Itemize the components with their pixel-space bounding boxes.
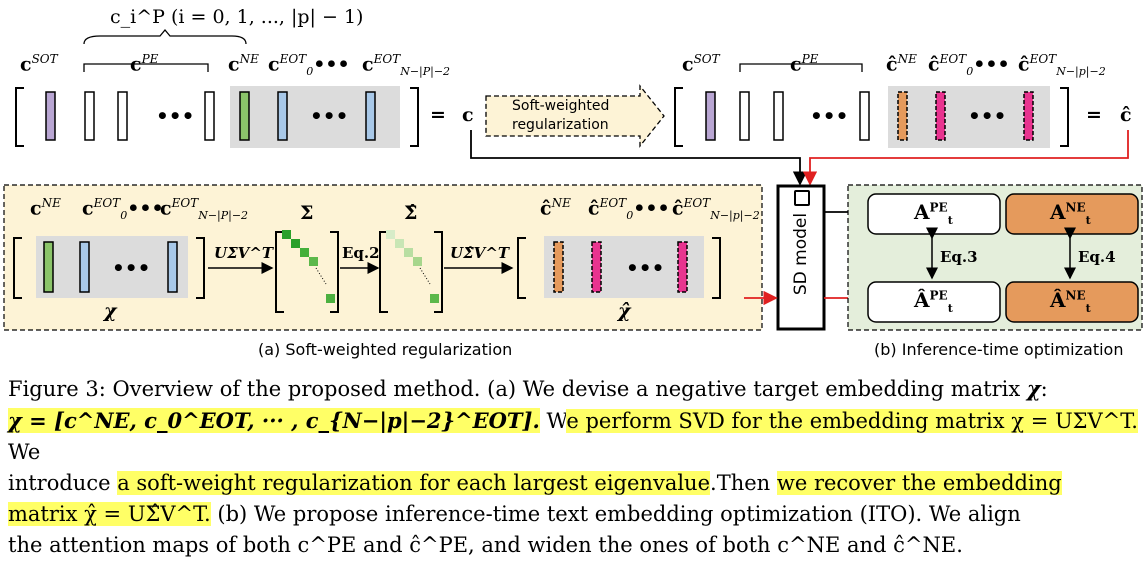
panel-a-chi-hat-matrix [517, 236, 721, 299]
right-sot-label: cSOT [682, 52, 720, 76]
a-ellipsis: ••• [112, 256, 151, 280]
caption-line-3: introduce a soft-weight regularization f… [8, 471, 1062, 495]
right-pe-ellipsis: ••• [810, 104, 849, 128]
eotn-label: cEOTN−|P|−2 [362, 52, 451, 79]
ne-label: cNE [228, 52, 259, 76]
sigma-hat-matrix [379, 230, 443, 313]
chi-hat-label: χ̂ [618, 300, 631, 322]
soft-weighted-label-2: regularization [512, 117, 609, 133]
soft-weighted-arrow [485, 84, 665, 148]
sd-model-box [776, 184, 826, 331]
svd-label: UΣV^T [214, 244, 274, 262]
chat-to-sd-arrow [802, 130, 1129, 186]
c-to-sd-arrow [470, 130, 808, 186]
right-eot0-label: ĉEOT0••• [928, 52, 1010, 79]
a-ne-label-b: ANEt [1050, 200, 1091, 227]
a-hat-eot0-label: ĉEOT0••• [588, 196, 670, 223]
a-hat-ellipsis: ••• [626, 256, 665, 280]
caption-line-1: Figure 3: Overview of the proposed metho… [8, 376, 1048, 401]
a-eotn-label: cEOTN−|P|−2 [160, 196, 249, 223]
top-left-matrix [15, 28, 419, 148]
lock-icon [794, 190, 810, 206]
equals-right: = [1086, 104, 1102, 126]
panel-b-caption: (b) Inference-time optimization [874, 340, 1124, 359]
caption-line-2: χ = [c^NE, c_0^EOT, ··· , c_{N−|p|−2}^EO… [8, 408, 1138, 464]
sd-model-label: SD model [791, 212, 811, 296]
right-eot-ellipsis: ••• [968, 104, 1007, 128]
method-diagram [3, 28, 1143, 331]
a-hat-ne-box [1005, 281, 1139, 323]
ci-label: c_i^P (i = 0, 1, ..., |p| − 1) [110, 6, 364, 28]
right-ne-label: ĉNE [886, 52, 917, 76]
a-hat-pe-label: ÂPEt [914, 288, 953, 315]
sot-label: cSOT [20, 52, 58, 76]
sigma-matrix [275, 230, 339, 313]
chi-label: χ [104, 300, 117, 322]
top-right-matrix [674, 63, 1069, 148]
c-hat-symbol: ĉ [1120, 104, 1132, 126]
eq2-label: Eq.2 [342, 244, 380, 262]
caption-line-5: the attention maps of both c^PE and ĉ^PE… [8, 533, 963, 557]
right-pe-label: cPE [790, 52, 819, 76]
a-eot0-label: cEOT0••• [82, 196, 164, 223]
panel-a-chi-matrix [13, 236, 205, 299]
panel-a-caption: (a) Soft-weighted regularization [258, 340, 513, 359]
eq4-label: Eq.4 [1078, 248, 1116, 266]
a-hat-pe-box [867, 281, 1001, 323]
eq3-label: Eq.3 [940, 248, 978, 266]
caption-line-4: matrix χ̂ = UΣ̂V^T. (b) We propose infer… [8, 502, 1021, 526]
svd-hat-label: UΣ̂V^T [450, 244, 510, 262]
a-hat-ne-label-b: ÂNEt [1050, 288, 1091, 315]
pe-ellipsis: ••• [156, 104, 195, 128]
a-hat-eotn-label: ĉEOTN−|p|−2 [672, 196, 760, 223]
soft-weighted-label-1: Soft-weighted [512, 98, 610, 114]
sigma-label: Σ [300, 202, 314, 224]
eot0-label: cEOT0••• [268, 52, 350, 79]
c-symbol: c [462, 104, 474, 126]
a-pe-label: APEt [914, 200, 953, 227]
a-hat-ne-label: ĉNE [540, 196, 571, 220]
pe-label: cPE [130, 52, 159, 76]
sigma-hat-label: Σ̂ [404, 202, 418, 224]
equals-left: = [430, 104, 446, 126]
figure-caption: Figure 3: Overview of the proposed metho… [8, 373, 1142, 561]
eot-ellipsis: ••• [310, 104, 349, 128]
a-ne-label: cNE [30, 196, 61, 220]
right-eotn-label: ĉEOTN−|p|−2 [1018, 52, 1106, 79]
